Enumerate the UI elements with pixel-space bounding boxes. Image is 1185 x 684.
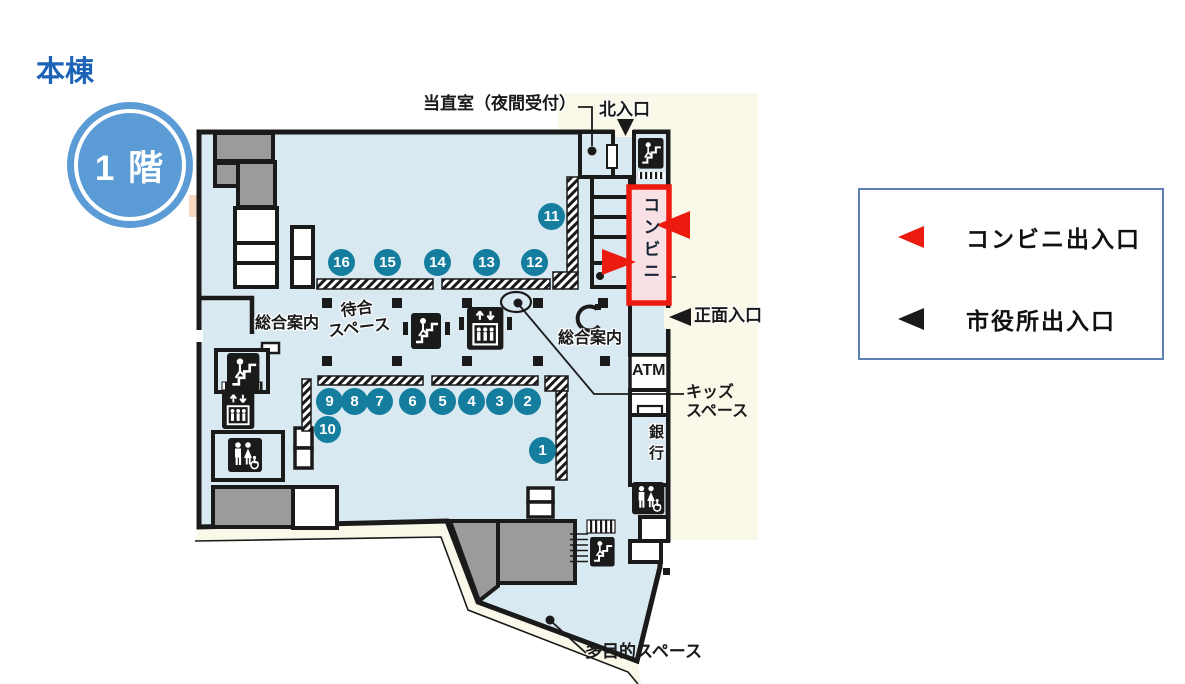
toilet-icon-right bbox=[631, 481, 666, 516]
entrance-lobby bbox=[628, 300, 670, 357]
convenience-entrance-arrow-inside bbox=[602, 249, 636, 275]
night-office-label: 当直室（夜間受付） bbox=[423, 94, 576, 113]
booth-marker-2: 2 bbox=[514, 388, 541, 415]
escalator-icon-left bbox=[225, 351, 261, 394]
gray-rooms bbox=[211, 131, 577, 605]
legend-item-convenience: コンビニ出入口 bbox=[898, 220, 1162, 254]
room bbox=[638, 515, 670, 543]
bank-room bbox=[628, 413, 670, 487]
booth-marker-11: 11 bbox=[538, 203, 565, 230]
room bbox=[628, 539, 663, 564]
stair-steps bbox=[637, 172, 665, 179]
multipurpose-label: 多目的スペース bbox=[585, 642, 702, 661]
floor-badge: 1 階 bbox=[67, 102, 193, 228]
booth-marker-14: 14 bbox=[424, 249, 451, 276]
service-counters bbox=[301, 176, 579, 481]
south-stairs bbox=[570, 519, 616, 568]
walkway-outline bbox=[194, 536, 639, 684]
booth-marker-7: 7 bbox=[366, 388, 393, 415]
convenience-store-label: コンビニ bbox=[640, 196, 660, 284]
floor-badge-label: 1 階 bbox=[94, 148, 166, 188]
stairs-icon-north bbox=[636, 136, 665, 170]
night-office-dot bbox=[587, 146, 597, 156]
pillars bbox=[322, 298, 610, 366]
legend-label: コンビニ出入口 bbox=[966, 226, 1141, 252]
booth-marker-15: 15 bbox=[374, 249, 401, 276]
booth-marker-12: 12 bbox=[521, 249, 548, 276]
convenience-entrance-arrow-outside bbox=[656, 211, 690, 239]
north-entrance-arrow bbox=[617, 119, 634, 136]
legend-box: コンビニ出入口 市役所出入口 bbox=[858, 188, 1164, 360]
info-label-left: 総合案内 bbox=[255, 315, 320, 332]
elevator-icon-left bbox=[221, 390, 256, 430]
booth-marker-1: 1 bbox=[529, 437, 556, 464]
handrail bbox=[403, 322, 408, 335]
atm-label: ATM bbox=[632, 362, 666, 379]
info-label-right: 総合案内 bbox=[558, 330, 623, 347]
booth-marker-3: 3 bbox=[486, 388, 513, 415]
north-entrance-label: 北入口 bbox=[599, 100, 650, 119]
door-mark bbox=[663, 568, 670, 575]
atm-room bbox=[628, 353, 670, 392]
booth-marker-16: 16 bbox=[328, 249, 355, 276]
black-left-triangle-icon bbox=[898, 308, 924, 330]
red-left-triangle-icon bbox=[898, 226, 924, 248]
main-entrance-arrow bbox=[669, 308, 691, 326]
building-title: 本棟 bbox=[36, 56, 95, 88]
booth-marker-6: 6 bbox=[399, 388, 426, 415]
small-rooms bbox=[233, 206, 555, 530]
waiting-space-label: 待合 スペース bbox=[327, 299, 392, 341]
main-entrance-opening bbox=[664, 308, 673, 329]
booth-marker-4: 4 bbox=[458, 388, 485, 415]
handrail bbox=[507, 317, 512, 330]
wall bbox=[199, 295, 255, 334]
bank-label: 銀行 bbox=[647, 424, 664, 466]
info-circular-arrow-icon bbox=[575, 304, 601, 333]
booth-marker-5: 5 bbox=[429, 388, 456, 415]
kids-space-label: キッズ スペース bbox=[686, 384, 749, 421]
exterior-walkway bbox=[197, 522, 642, 684]
kids-space-marker bbox=[499, 290, 684, 395]
west-door-marker bbox=[189, 195, 199, 217]
main-entrance-label: 正面入口 bbox=[694, 306, 762, 325]
elevator-icon-center bbox=[465, 305, 505, 351]
toilet-icon-left bbox=[227, 437, 263, 473]
night-office-door bbox=[606, 144, 618, 169]
handrail bbox=[445, 322, 450, 335]
legend-item-cityhall: 市役所出入口 bbox=[898, 302, 1162, 336]
booth-marker-9: 9 bbox=[316, 388, 343, 415]
night-office-leader bbox=[578, 106, 593, 146]
door-gap bbox=[194, 330, 203, 342]
booth-marker-10: 10 bbox=[314, 416, 341, 443]
convenience-store-box bbox=[626, 184, 672, 306]
booth-marker-13: 13 bbox=[473, 249, 500, 276]
booth-marker-8: 8 bbox=[341, 388, 368, 415]
handrail bbox=[459, 317, 464, 330]
escalator-icon-center bbox=[409, 311, 443, 351]
legend-label: 市役所出入口 bbox=[966, 308, 1116, 334]
multipurpose-marker bbox=[545, 615, 587, 654]
